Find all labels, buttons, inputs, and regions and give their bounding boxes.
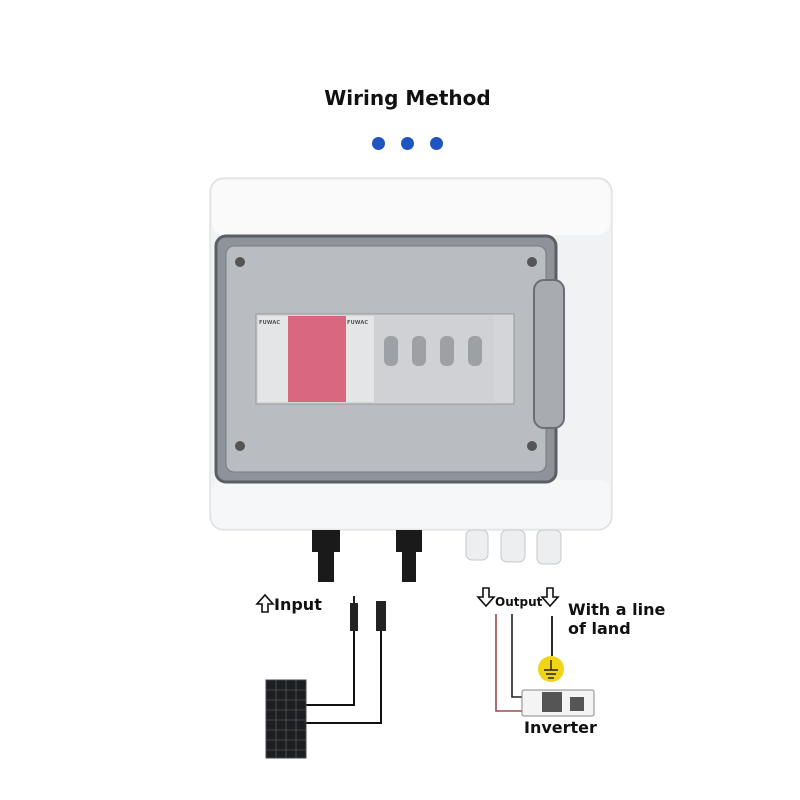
page-title: Wiring Method <box>324 86 491 110</box>
output-label: Output <box>495 595 543 609</box>
breaker-brand-label: FUWAC <box>347 320 369 326</box>
up-arrow-icon <box>255 593 275 613</box>
inverter-device <box>521 689 595 717</box>
mc4-connectors <box>312 530 422 582</box>
indicator-dot <box>401 137 414 150</box>
ground-label: With a line of land <box>568 600 665 638</box>
indicator-dot <box>430 137 443 150</box>
ground-label-line1: With a line <box>568 600 666 619</box>
input-label: Input <box>274 595 322 614</box>
cable-glands <box>465 529 562 565</box>
din-rail-breakers <box>255 313 515 405</box>
ground-icon <box>538 656 564 682</box>
surge-protector <box>288 316 346 402</box>
input-cables <box>305 596 386 724</box>
down-arrow-icon <box>540 587 560 608</box>
indicator-dot <box>372 137 385 150</box>
down-arrow-icon <box>476 587 496 608</box>
solar-panel <box>265 679 307 759</box>
inverter-label: Inverter <box>524 718 597 737</box>
ground-label-line2: of land <box>568 619 631 638</box>
breaker-brand-label: FUWAC <box>259 320 281 326</box>
